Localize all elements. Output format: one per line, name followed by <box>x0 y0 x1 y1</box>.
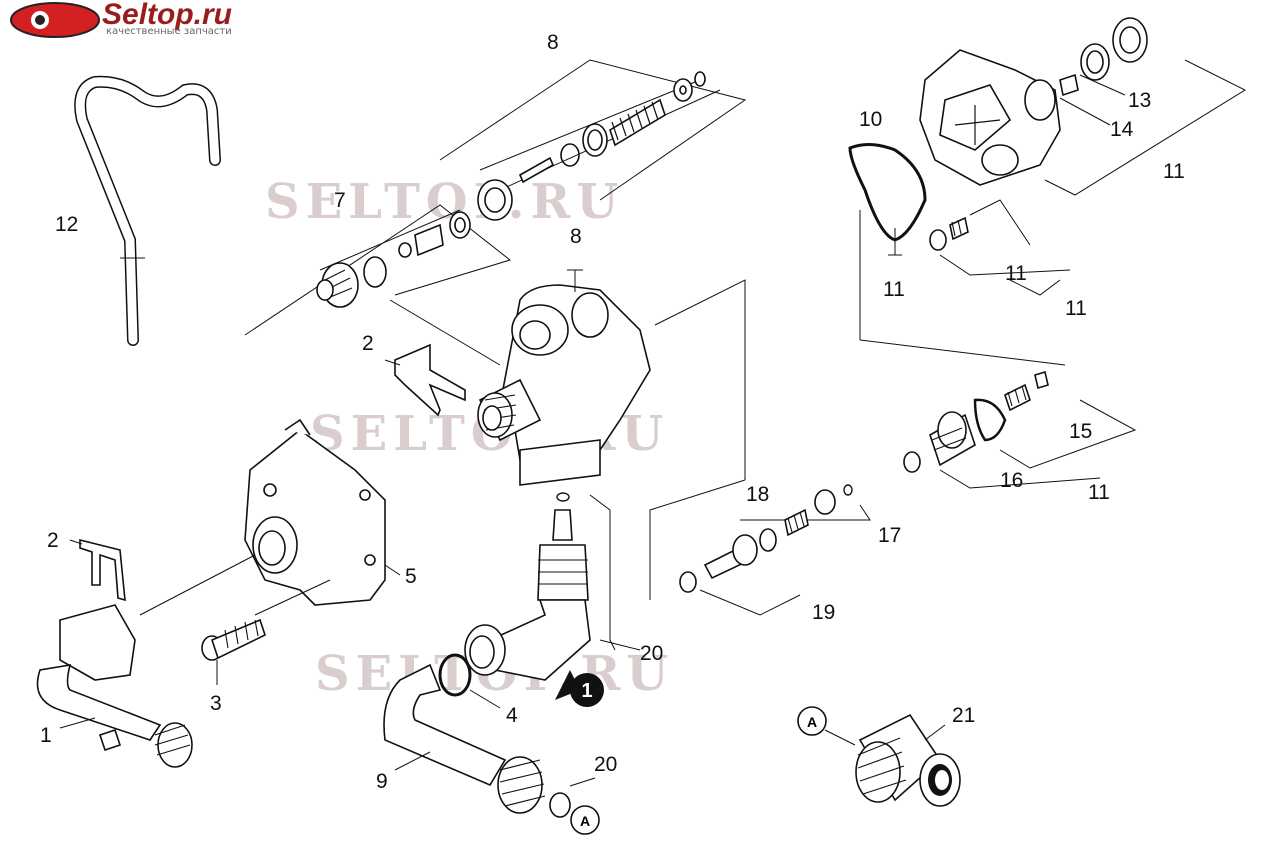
callout-2: 2 <box>362 332 374 355</box>
callout-2: 2 <box>47 529 59 552</box>
retaining-clip-2-lower <box>69 538 126 602</box>
callout-20: 20 <box>594 753 617 776</box>
callout-8: 8 <box>547 31 559 54</box>
outlet-elbow-9 <box>383 663 596 818</box>
callout-11: 11 <box>883 278 905 301</box>
cylinder-cover-11 <box>919 17 1247 196</box>
callout-5: 5 <box>405 565 417 588</box>
callout-12: 12 <box>55 213 78 236</box>
connection-marker-a-right: A <box>797 706 827 736</box>
inlet-fitting-1 <box>36 604 193 768</box>
callout-21: 21 <box>952 704 975 727</box>
callout-labels: 1 2 2 3 4 5 7 8 8 9 10 11 11 11 11 11 12… <box>40 31 1185 793</box>
callout-13: 13 <box>1128 89 1151 112</box>
callout-18: 18 <box>746 483 769 506</box>
callout-20: 20 <box>640 642 663 665</box>
callout-7: 7 <box>334 189 346 212</box>
hose-coupling-21 <box>824 713 961 807</box>
valve-assembly-8 <box>439 59 747 221</box>
logo-name: Seltop.ru <box>102 0 232 31</box>
connection-a-label: A <box>580 813 590 829</box>
screw-3 <box>201 618 266 685</box>
view-marker-label: 1 <box>581 680 592 702</box>
callout-8: 8 <box>570 225 582 248</box>
pump-head-housing <box>389 269 746 486</box>
seltop-logo: Seltop.ru качественные запчасти <box>10 0 232 38</box>
callout-14: 14 <box>1110 118 1134 141</box>
callout-1: 1 <box>40 724 52 747</box>
pump-housing-5 <box>139 418 401 616</box>
callout-11: 11 <box>1065 297 1087 320</box>
o-ring-4 <box>438 653 472 697</box>
view-marker-1: 1 <box>555 670 604 707</box>
valve-assembly-19 <box>649 479 871 616</box>
riser-tube-20 <box>464 492 641 681</box>
valve-assembly-14 <box>929 199 1071 296</box>
callout-3: 3 <box>210 692 222 715</box>
gasket-10 <box>848 143 1066 366</box>
logo-badge <box>10 2 100 38</box>
callout-10: 10 <box>859 108 882 131</box>
callout-11: 11 <box>1088 481 1110 504</box>
callout-9: 9 <box>376 770 388 793</box>
retaining-clip-2-upper <box>384 343 466 417</box>
hose-part-12 <box>74 75 221 346</box>
callout-16: 16 <box>1000 469 1023 492</box>
watermark-top: SELTOP.RU <box>265 174 624 230</box>
connection-marker-a-left: A <box>570 805 600 835</box>
valve-assembly-16 <box>903 370 1137 489</box>
valve-assembly-7 <box>244 204 512 336</box>
callout-15: 15 <box>1069 420 1092 443</box>
callout-11: 11 <box>1163 160 1185 183</box>
callout-14: 11 <box>1005 262 1027 285</box>
logo-tagline: качественные запчасти <box>106 26 232 37</box>
callout-19: 19 <box>812 601 835 624</box>
connection-a2-label: A <box>807 714 817 730</box>
callout-17: 17 <box>878 524 901 547</box>
callout-4: 4 <box>506 704 518 727</box>
